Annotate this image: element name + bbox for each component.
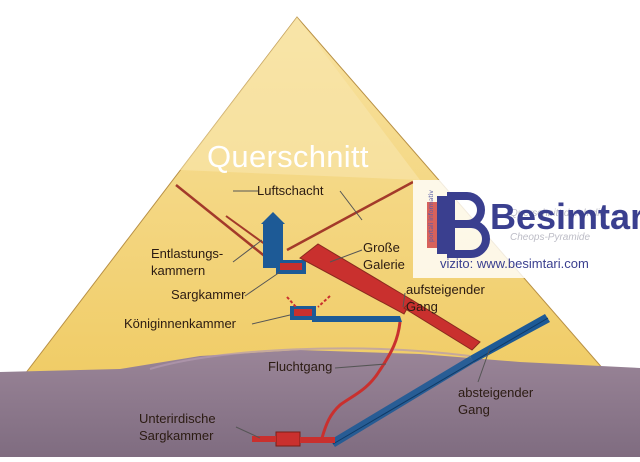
- label-aufsteigender-2: Gang: [406, 299, 438, 314]
- leader-aufsteigend: [402, 292, 406, 308]
- queens-chamber-inner: [294, 309, 312, 316]
- queens-passage: [312, 316, 402, 322]
- leader-absteigend: [477, 347, 491, 383]
- label-grosse-1: Große: [363, 240, 400, 255]
- descending-passage-edge: [332, 317, 549, 445]
- label-absteigender-2: Gang: [458, 402, 490, 417]
- watermark-side-text: portali informativ: [428, 190, 435, 242]
- escape-shaft: [320, 321, 402, 439]
- watermark-b-icon: [427, 192, 490, 258]
- queens-shaft-right: [317, 295, 331, 308]
- watermark-brand: Besimtari: [490, 196, 640, 237]
- leader-sargkammer: [244, 271, 281, 297]
- kings-chamber-inner: [280, 263, 302, 270]
- leader-luftschacht-r: [339, 190, 363, 221]
- diagram-title: Querschnitt: [207, 139, 369, 174]
- watermark-ghost-2: Cheops-Pyramide: [510, 232, 591, 243]
- label-absteigender-1: absteigender: [458, 385, 534, 400]
- label-sargkammer: Sargkammer: [171, 287, 246, 302]
- label-koeniginnen: Königinnenkammer: [124, 316, 237, 331]
- leader-unterirdisch: [235, 426, 261, 439]
- pyramid-upper-region: [180, 17, 420, 180]
- watermark-panel: [413, 180, 625, 278]
- leader-flucht: [334, 363, 387, 369]
- subterranean-chamber: [275, 431, 301, 447]
- label-fluchtgang: Fluchtgang: [268, 359, 333, 374]
- label-aufsteigender-1: aufsteigender: [406, 282, 485, 297]
- label-luftschacht: Luftschacht: [257, 183, 324, 198]
- leader-grosse: [329, 249, 363, 263]
- queens-shaft-left: [286, 296, 297, 308]
- relieving-chambers: [263, 222, 283, 268]
- ascending-passage: [403, 299, 481, 351]
- leader-koenigin: [251, 314, 291, 325]
- watermark-url: vizito: www.besimtari.com: [440, 256, 589, 271]
- subterranean-pit: [252, 436, 276, 442]
- subterranean-passage: [300, 437, 335, 443]
- watermark-ghost-1: Querschnitt durch die: [510, 208, 606, 219]
- descending-passage: [470, 314, 550, 363]
- label-grosse-2: Galerie: [363, 257, 405, 272]
- relieving-chambers-roof: [261, 212, 285, 224]
- leader-entlastung: [232, 239, 263, 263]
- structure-line-right: [286, 180, 414, 252]
- label-unterirdische-2: Sargkammer: [139, 428, 214, 443]
- structure-line-left: [175, 184, 278, 267]
- label-entlastungs-1: Entlastungs-: [151, 246, 224, 261]
- bedrock-bump: [149, 347, 471, 370]
- label-entlastungs-2: kammern: [151, 263, 206, 278]
- label-unterirdische-1: Unterirdische: [139, 411, 216, 426]
